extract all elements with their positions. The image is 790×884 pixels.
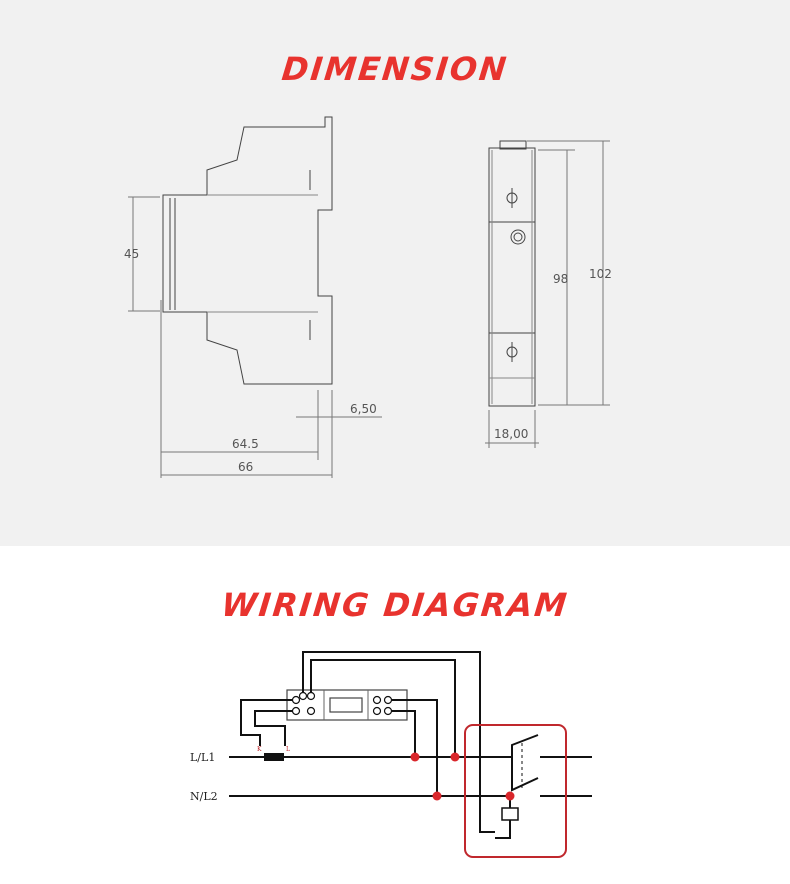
- relay-coil: [501, 807, 519, 821]
- wiring-section: [0, 546, 790, 884]
- dim-102: 102: [589, 267, 612, 281]
- ct-k-label: K: [257, 746, 262, 753]
- meter-body: [286, 689, 408, 721]
- dim-98: 98: [553, 272, 568, 286]
- side-view-outline: [162, 116, 333, 385]
- current-transformer: [264, 753, 284, 761]
- front-indicator: [510, 229, 526, 245]
- dim-6-50: 6,50: [350, 402, 377, 416]
- dim-18: 18,00: [494, 427, 528, 441]
- dim-45: 45: [124, 247, 139, 261]
- line-label: L/L1: [190, 751, 215, 764]
- meter-display: [329, 697, 363, 713]
- node-n-meter: [432, 791, 442, 801]
- ct-l-label: L: [286, 746, 290, 753]
- contactor-box: [464, 724, 567, 858]
- node-l-meter: [410, 752, 420, 762]
- dimension-drawing: 45 6,50 64.5 66 98 102 18,00: [124, 116, 612, 478]
- dim-64-5: 64.5: [232, 437, 259, 451]
- neutral-label: N/L2: [190, 790, 218, 803]
- node-l-relay: [450, 752, 460, 762]
- node-coil: [505, 791, 515, 801]
- dimension-section: [0, 0, 790, 546]
- dim-66: 66: [238, 460, 253, 474]
- front-view-outline: [488, 147, 536, 407]
